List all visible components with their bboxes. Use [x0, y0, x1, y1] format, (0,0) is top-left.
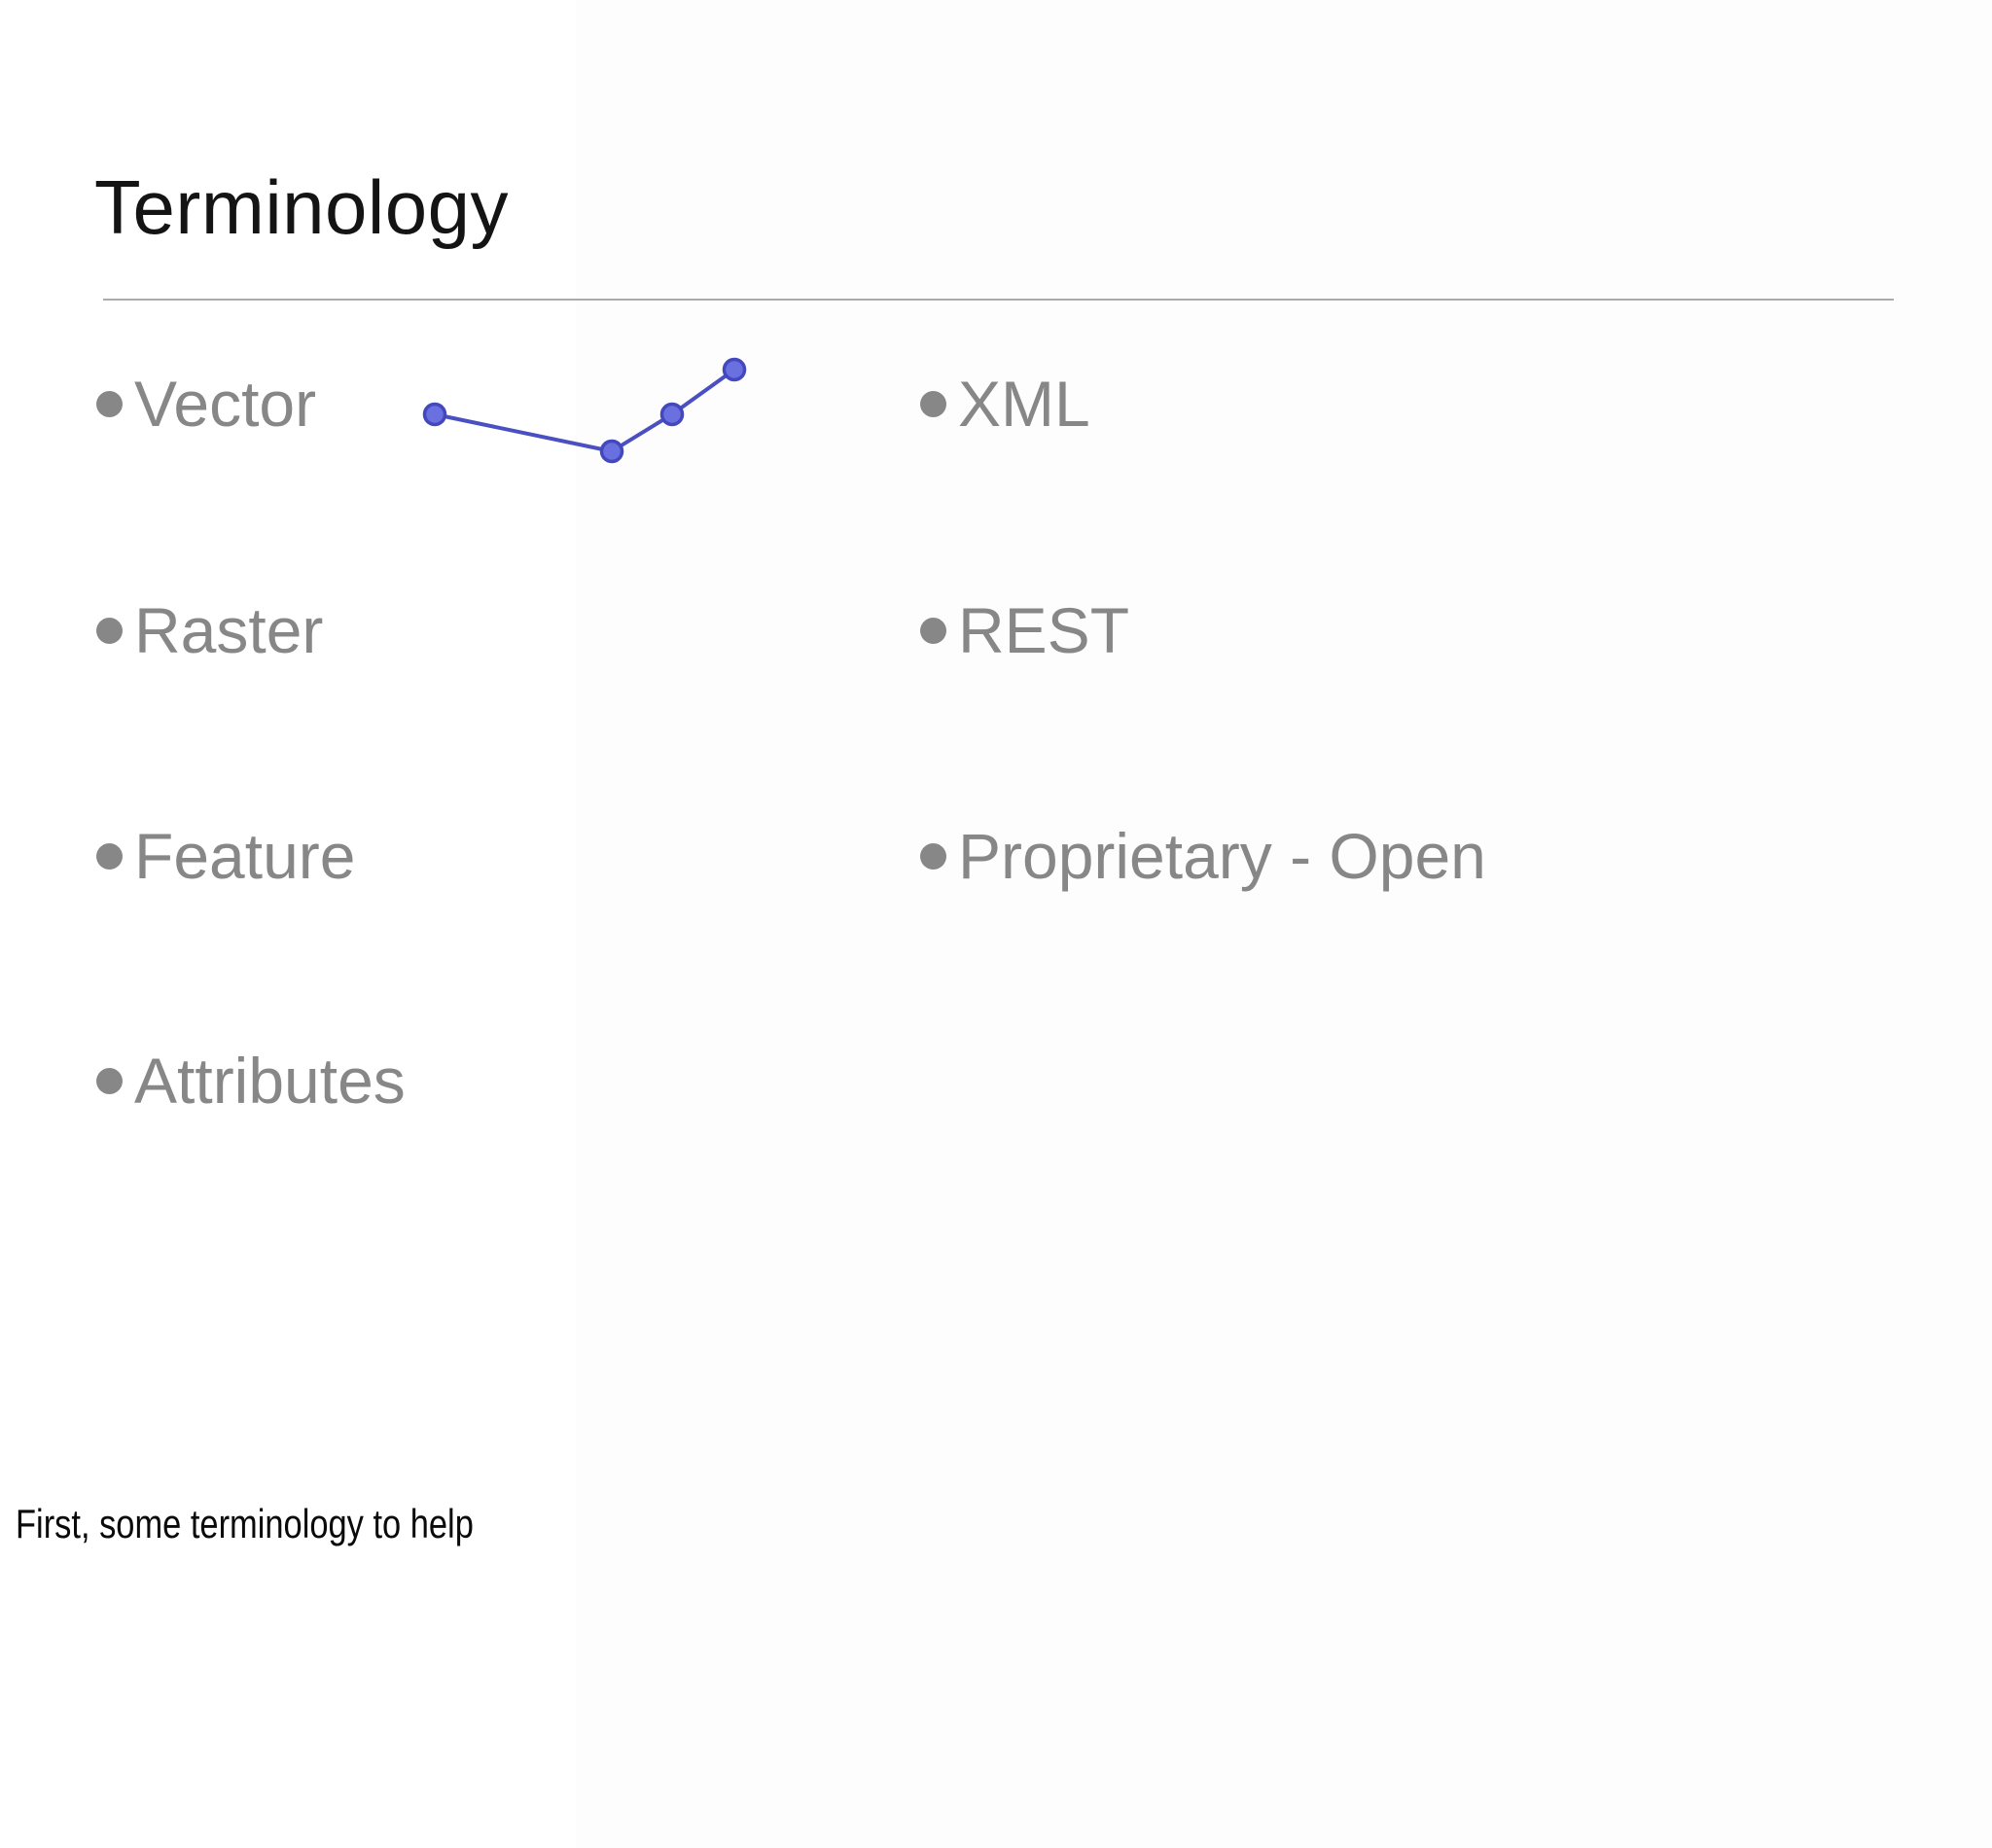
bullet-label: XML: [958, 368, 1090, 440]
bullet-item-feature: Feature: [96, 824, 355, 888]
bullet-label: Attributes: [134, 1045, 406, 1117]
bullet-dot-icon: [920, 390, 946, 417]
slide-title: Terminology: [94, 164, 510, 250]
slide-background-pane: [576, 0, 1992, 1848]
bullet-dot-icon: [920, 842, 946, 870]
bullet-label: Feature: [134, 820, 356, 892]
bullet-label: Vector: [134, 368, 317, 440]
bullet-item-raster: Raster: [96, 598, 323, 662]
bullet-item-xml: XML: [920, 372, 1090, 436]
bullet-item-attributes: Attributes: [96, 1048, 406, 1113]
bullet-dot-icon: [96, 390, 123, 417]
bullet-item-proprietary-open: Proprietary - Open: [920, 824, 1486, 888]
bullet-dot-icon: [96, 617, 123, 644]
bullet-item-vector: Vector: [96, 372, 316, 436]
bullet-item-rest: REST: [920, 598, 1129, 662]
bullet-dot-icon: [96, 1067, 123, 1094]
bullet-dot-icon: [920, 617, 946, 644]
bullet-label: REST: [958, 594, 1130, 666]
bullet-label: Raster: [134, 594, 324, 666]
bullet-label: Proprietary - Open: [958, 820, 1486, 892]
bullet-dot-icon: [96, 842, 123, 870]
speaker-notes-text: First, some terminology to help: [16, 1501, 474, 1546]
title-divider-line: [103, 299, 1894, 301]
